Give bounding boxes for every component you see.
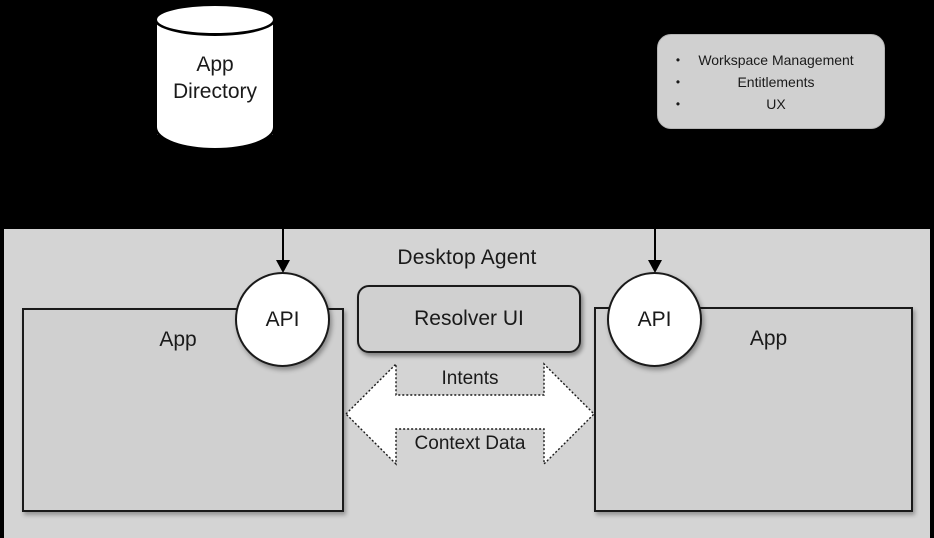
label-intents: Intents <box>441 368 499 389</box>
bullet-icon: • <box>675 75 681 89</box>
note-item-ux: • UX <box>658 93 872 115</box>
note-text: Entitlements <box>737 74 815 90</box>
note-text: UX <box>766 96 786 112</box>
cylinder-body <box>154 19 276 135</box>
api-circle-right[interactable]: API <box>607 272 702 367</box>
app-directory-cylinder[interactable]: App Directory <box>154 3 276 151</box>
label-context-data: Context Data <box>414 433 526 454</box>
note-text: Workspace Management <box>698 52 854 68</box>
arrow-head <box>648 260 662 273</box>
note-item-workspace-management: • Workspace Management <box>658 49 872 71</box>
arrow-shaft <box>282 229 284 263</box>
app-directory-label-line1: App <box>196 53 234 76</box>
app-directory-label: App Directory <box>154 51 276 105</box>
app-directory-label-line2: Directory <box>172 80 257 103</box>
app-label-right: App <box>749 327 788 350</box>
api-circle-left[interactable]: API <box>235 272 330 367</box>
arrow-down-icon-to-right-api <box>646 229 664 275</box>
arrow-shaft <box>654 229 656 263</box>
bidirectional-arrow-icon <box>344 357 596 471</box>
arrow-down-icon-to-left-api <box>274 229 292 275</box>
bullet-icon: • <box>675 53 681 67</box>
resolver-ui-box[interactable]: Resolver UI <box>357 285 581 353</box>
notes-box[interactable]: • Workspace Management • Entitlements • … <box>657 34 885 129</box>
note-item-entitlements: • Entitlements <box>658 71 872 93</box>
desktop-agent-title: Desktop Agent <box>397 246 537 269</box>
arrow-head <box>276 260 290 273</box>
app-label-left: App <box>159 328 197 351</box>
cylinder-top-ellipse <box>154 3 276 36</box>
bullet-icon: • <box>675 97 681 111</box>
